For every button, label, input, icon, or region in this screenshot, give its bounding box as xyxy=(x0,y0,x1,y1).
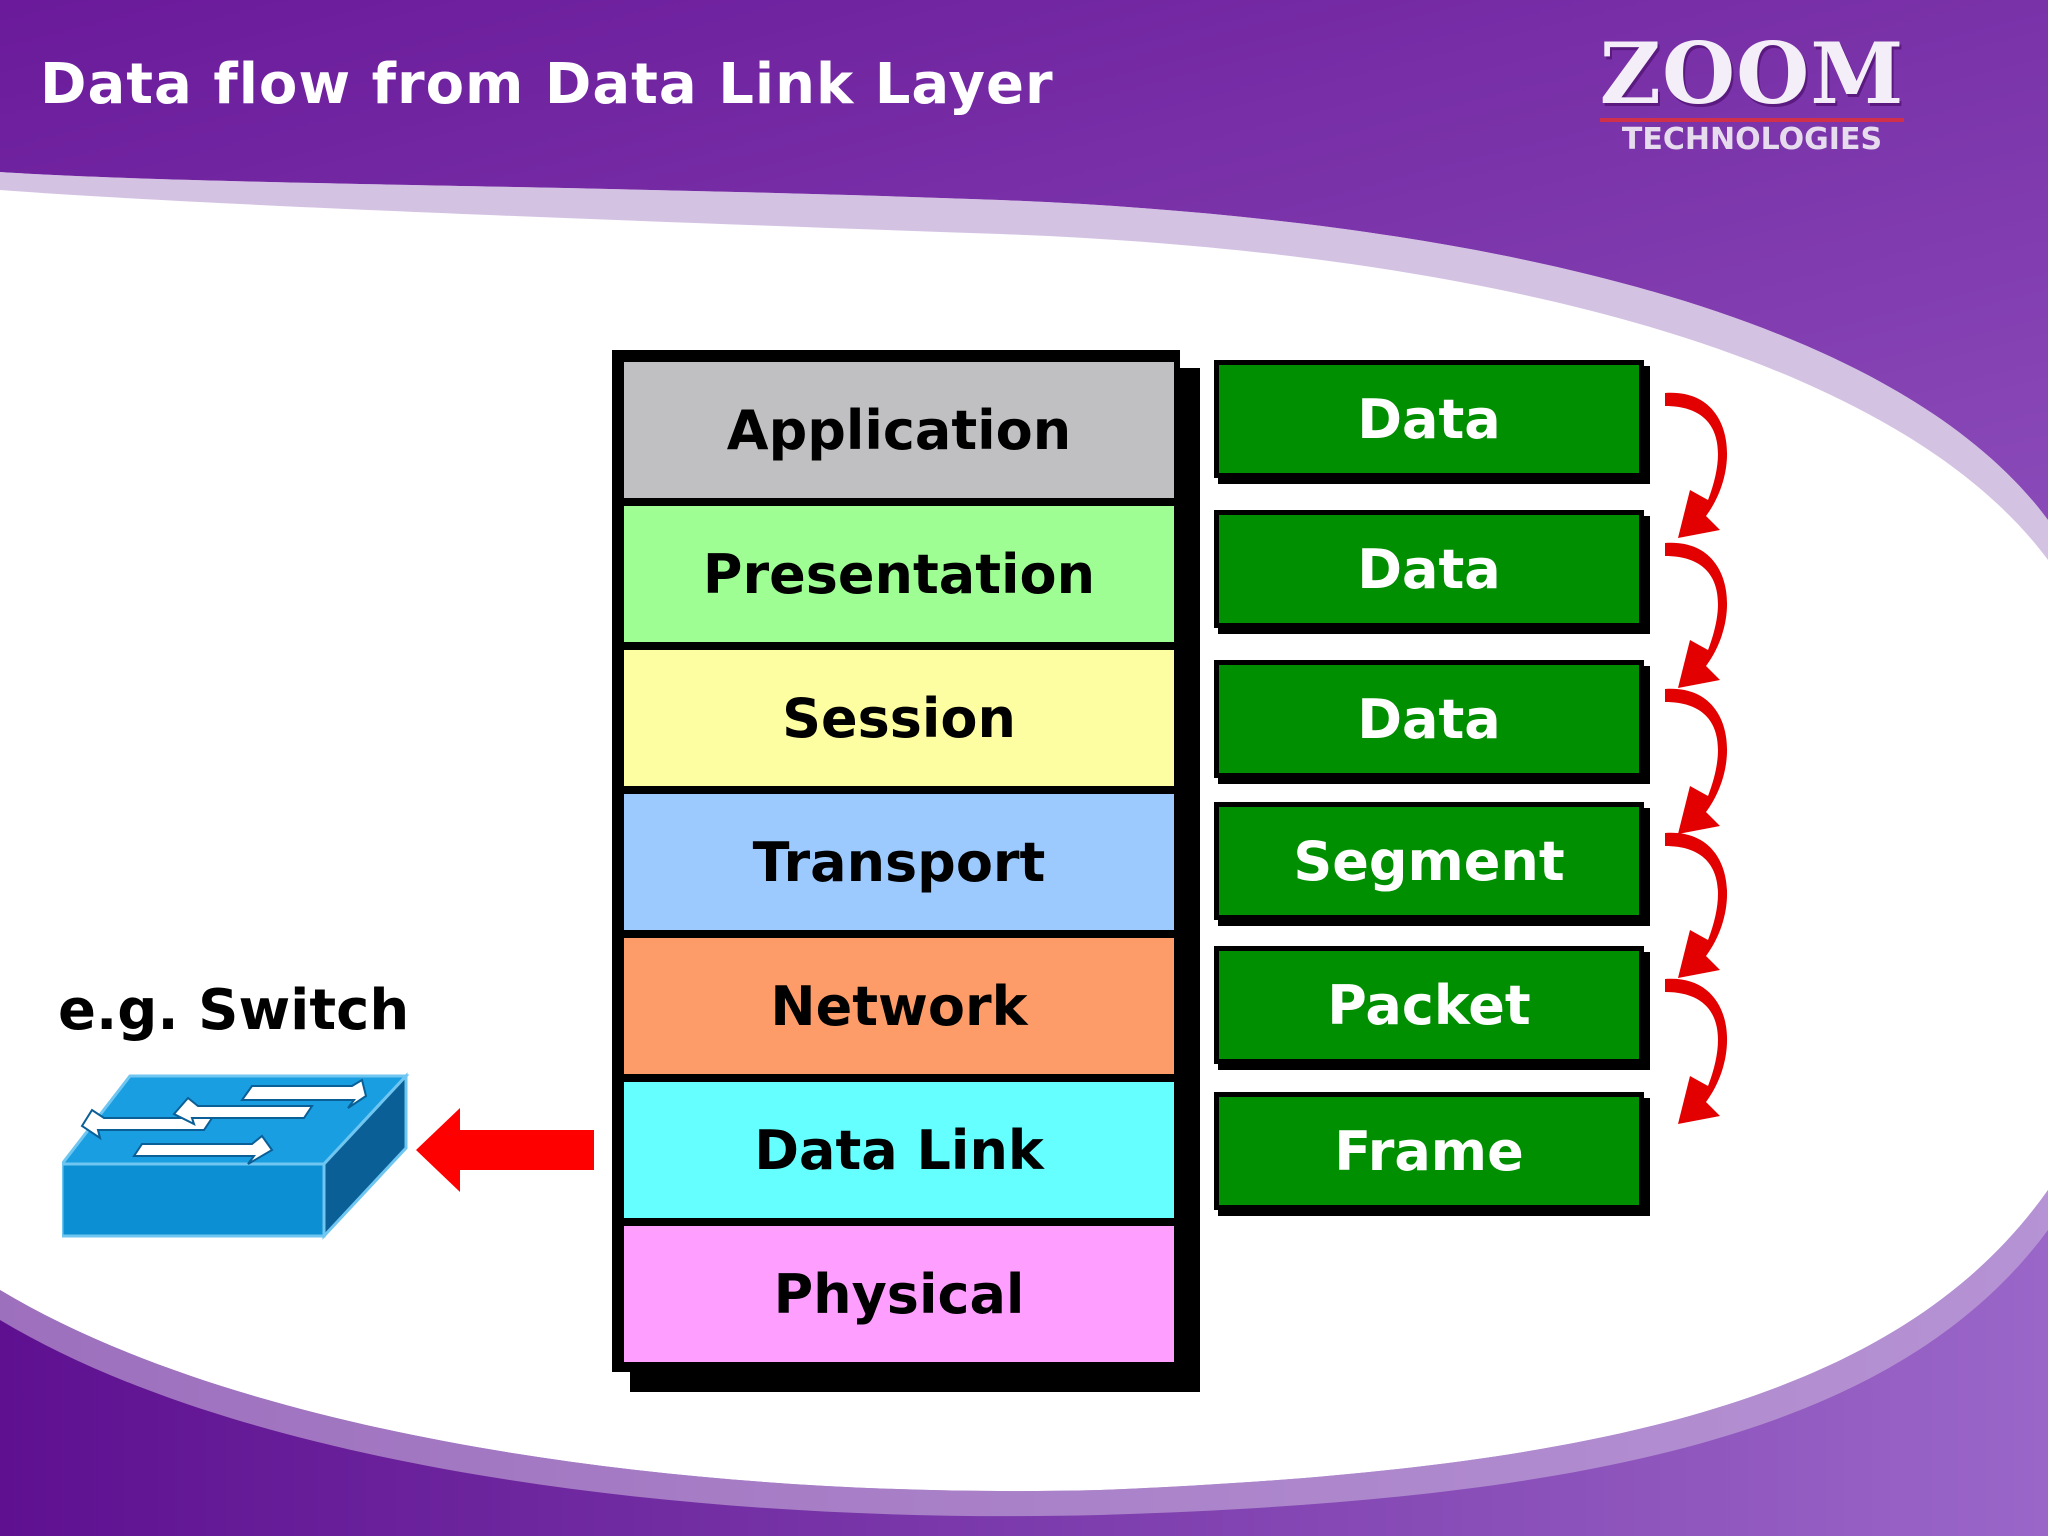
logo-rule xyxy=(1600,118,1904,122)
pdu-session-data: Data xyxy=(1214,660,1644,778)
slide-title: Data flow from Data Link Layer xyxy=(40,52,1054,117)
layer-application: Application xyxy=(624,362,1174,498)
layer-data-link: Data Link xyxy=(624,1082,1174,1218)
logo-sub-text: TECHNOLOGIES xyxy=(1621,122,1883,157)
pdu-presentation-data: Data xyxy=(1214,510,1644,628)
layer-session: Session xyxy=(624,650,1174,786)
encapsulation-arrows xyxy=(1665,392,1728,1124)
curved-arrow-icon xyxy=(1665,832,1728,978)
layer-network: Network xyxy=(624,938,1174,1074)
pdu-data-link-frame: Frame xyxy=(1214,1092,1644,1210)
logo-main-text: ZOOM xyxy=(1599,24,1905,123)
layer-presentation: Presentation xyxy=(624,506,1174,642)
left-arrow-icon xyxy=(416,1108,594,1192)
pdu-transport-segment: Segment xyxy=(1214,802,1644,920)
company-logo: ZOOM TECHNOLOGIES xyxy=(1592,32,1912,158)
osi-layer-stack: Application Presentation Session Transpo… xyxy=(612,350,1180,1372)
curved-arrow-icon xyxy=(1665,688,1728,834)
layer-physical: Physical xyxy=(624,1226,1174,1362)
network-switch-icon xyxy=(62,1072,410,1240)
curved-arrow-icon xyxy=(1665,978,1728,1124)
pdu-network-packet: Packet xyxy=(1214,946,1644,1064)
device-label: e.g. Switch xyxy=(58,978,410,1043)
curved-arrow-icon xyxy=(1665,392,1728,538)
layer-transport: Transport xyxy=(624,794,1174,930)
curved-arrow-icon xyxy=(1665,542,1728,688)
pdu-application-data: Data xyxy=(1214,360,1644,478)
